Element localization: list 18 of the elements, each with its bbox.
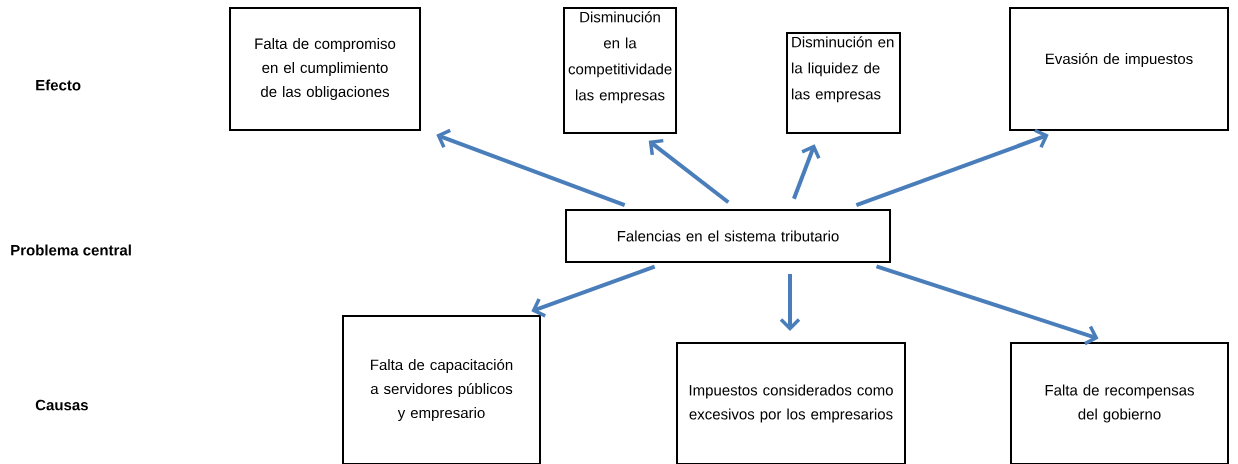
text-box: Impuestos considerados como excesivos por los empresarios [676, 342, 906, 464]
arrow [792, 144, 821, 200]
arrow [531, 264, 656, 318]
text-box: Disminución en la liquidez de las empresas [786, 32, 901, 134]
text-box: Disminución en la competitividade las empresas [563, 7, 677, 134]
text-box: Falencias en el sistema tributario [565, 209, 891, 263]
row-label: Causas [35, 399, 88, 411]
text-box: Falta de compromiso en el cumplimiento de las obligaciones [229, 7, 421, 131]
row-label: Efecto [36, 79, 81, 91]
arrow [648, 138, 730, 204]
arrow [779, 274, 801, 331]
row-label: Problema central [11, 244, 131, 256]
arrow [855, 128, 1049, 208]
arrow [875, 264, 1099, 346]
text-box: Falta de capacitación a servidores públicos y empresario [342, 315, 541, 464]
text-box: Falta de recompensas del gobierno [1010, 342, 1229, 464]
arrow [436, 128, 626, 208]
text-box: Evasión de impuestos [1009, 7, 1229, 131]
